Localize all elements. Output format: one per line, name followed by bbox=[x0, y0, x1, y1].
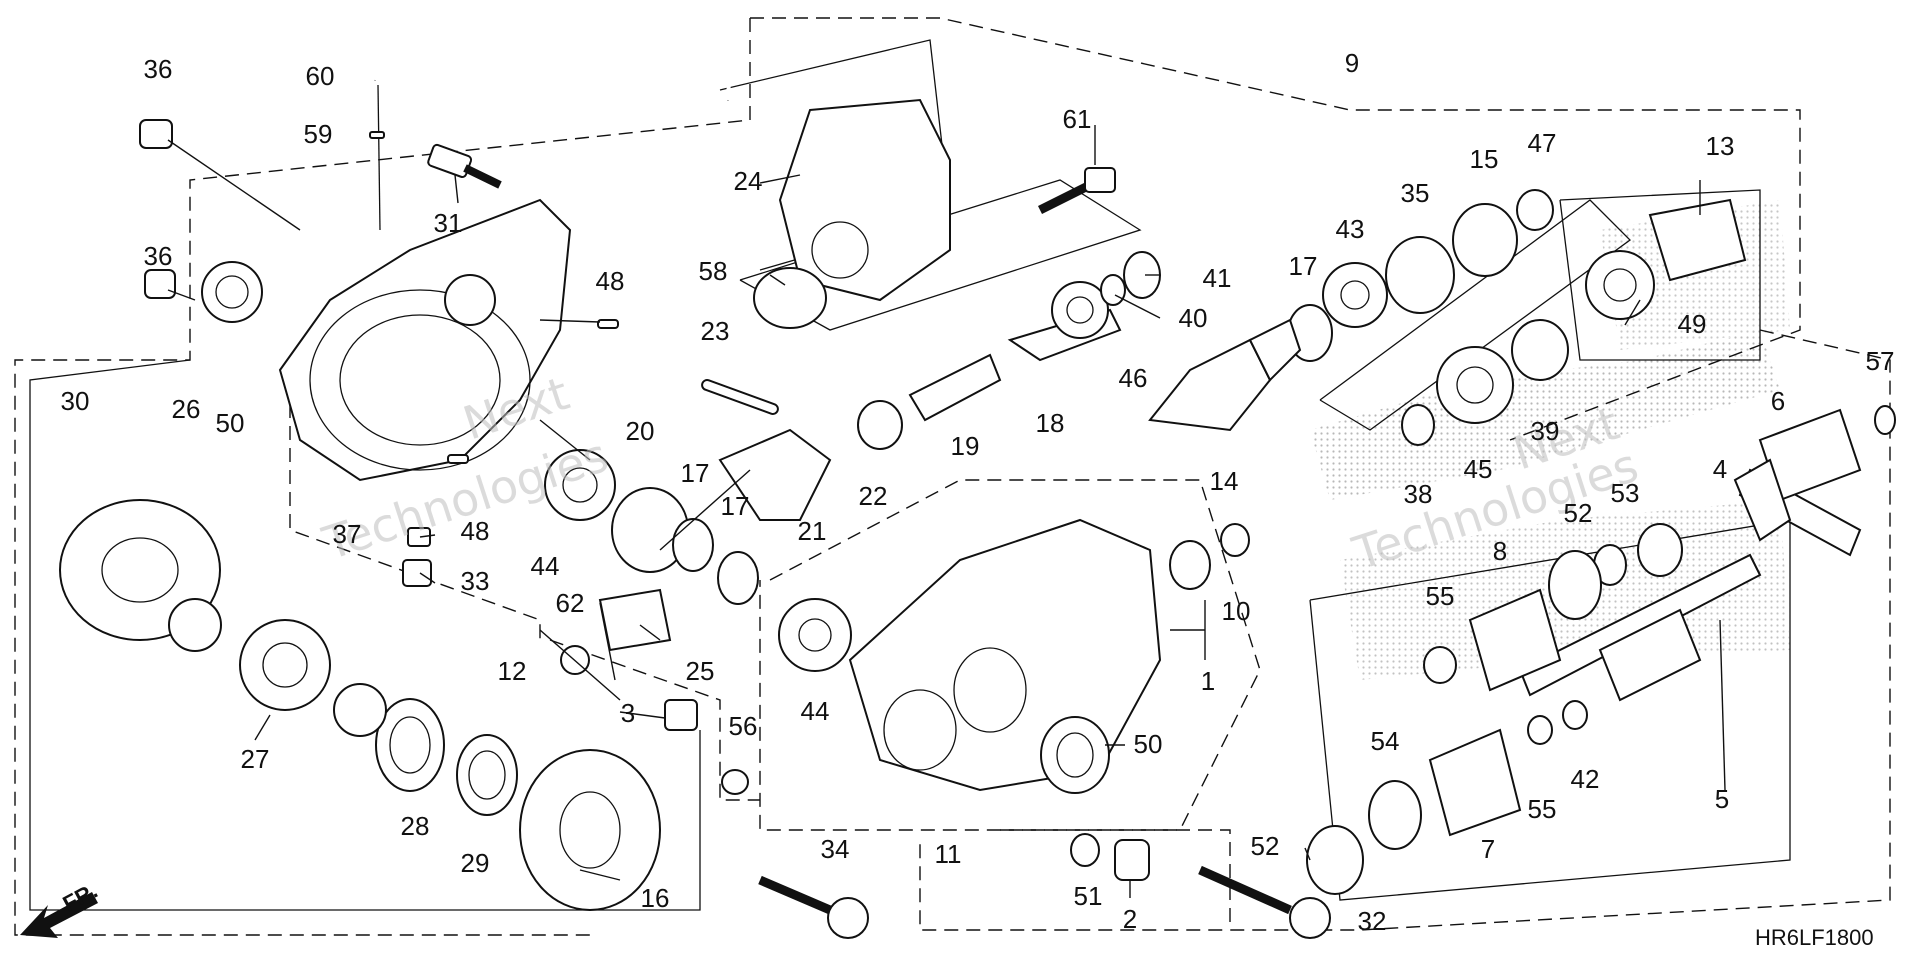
callout-5: 5 bbox=[1715, 784, 1729, 814]
callout-37: 37 bbox=[333, 519, 362, 549]
callout-57: 57 bbox=[1866, 346, 1895, 376]
callout-39: 39 bbox=[1531, 416, 1560, 446]
callout-50-a: 50 bbox=[216, 408, 245, 438]
callout-55-a: 55 bbox=[1426, 581, 1455, 611]
callout-25: 25 bbox=[686, 656, 715, 686]
callout-40: 40 bbox=[1179, 303, 1208, 333]
callout-16: 16 bbox=[641, 883, 670, 913]
callout-35: 35 bbox=[1401, 178, 1430, 208]
callout-2: 2 bbox=[1123, 904, 1137, 934]
callout-27: 27 bbox=[241, 744, 270, 774]
callout-34: 34 bbox=[821, 834, 850, 864]
front-indicator: FR. bbox=[20, 878, 102, 938]
callout-8: 8 bbox=[1493, 536, 1507, 566]
callout-29: 29 bbox=[461, 848, 490, 878]
callout-33: 33 bbox=[461, 566, 490, 596]
callout-21: 21 bbox=[798, 516, 827, 546]
callout-11: 11 bbox=[935, 839, 962, 869]
callout-47: 47 bbox=[1528, 128, 1557, 158]
callout-22: 22 bbox=[859, 481, 888, 511]
callout-48-b: 48 bbox=[461, 516, 490, 546]
callout-17-b: 17 bbox=[721, 491, 750, 521]
callout-43: 43 bbox=[1336, 214, 1365, 244]
callout-9: 9 bbox=[1345, 48, 1359, 78]
leader-lines bbox=[167, 125, 1726, 898]
callout-58: 58 bbox=[699, 256, 728, 286]
callout-17-a: 17 bbox=[681, 458, 710, 488]
callout-44-a: 44 bbox=[531, 551, 560, 581]
callout-32: 32 bbox=[1358, 906, 1387, 936]
callout-51: 51 bbox=[1074, 881, 1103, 911]
callout-60: 60 bbox=[306, 61, 335, 91]
callout-44-b: 44 bbox=[801, 696, 830, 726]
callout-26: 26 bbox=[172, 394, 201, 424]
callout-31: 31 bbox=[434, 208, 463, 238]
callout-50-b: 50 bbox=[1134, 729, 1163, 759]
callout-38: 38 bbox=[1404, 479, 1433, 509]
callouts: 1 2 3 4 5 6 7 8 9 10 11 12 13 14 15 16 1… bbox=[61, 48, 1895, 936]
callout-53: 53 bbox=[1611, 478, 1640, 508]
callout-12: 12 bbox=[498, 656, 527, 686]
callout-61: 61 bbox=[1063, 104, 1092, 134]
callout-55-b: 55 bbox=[1528, 794, 1557, 824]
callout-36-a: 36 bbox=[144, 54, 173, 84]
callout-49: 49 bbox=[1678, 309, 1707, 339]
callout-41: 41 bbox=[1203, 263, 1232, 293]
callout-3: 3 bbox=[621, 698, 635, 728]
callout-54: 54 bbox=[1371, 726, 1400, 756]
callout-56: 56 bbox=[729, 711, 758, 741]
diagram-code: HR6LF1800 bbox=[1755, 925, 1874, 950]
callout-36-b: 36 bbox=[144, 241, 173, 271]
callout-48-a: 48 bbox=[596, 266, 625, 296]
front-arrow-icon bbox=[20, 892, 98, 938]
callout-4: 4 bbox=[1713, 454, 1727, 484]
callout-6: 6 bbox=[1771, 386, 1785, 416]
callout-24: 24 bbox=[734, 166, 763, 196]
callout-59: 59 bbox=[304, 119, 333, 149]
callout-19: 19 bbox=[951, 431, 980, 461]
callout-1: 1 bbox=[1201, 666, 1215, 696]
callout-18: 18 bbox=[1036, 408, 1065, 438]
callout-45: 45 bbox=[1464, 454, 1493, 484]
callout-20: 20 bbox=[626, 416, 655, 446]
part-drawings bbox=[59, 17, 1896, 939]
callout-28: 28 bbox=[401, 811, 430, 841]
callout-30: 30 bbox=[61, 386, 90, 416]
callout-14: 14 bbox=[1210, 466, 1239, 496]
callout-62: 62 bbox=[556, 588, 585, 618]
group-outlines bbox=[14, 17, 1891, 936]
callout-15: 15 bbox=[1470, 144, 1499, 174]
callout-7: 7 bbox=[1481, 834, 1495, 864]
callout-52-b: 52 bbox=[1251, 831, 1280, 861]
callout-13: 13 bbox=[1706, 131, 1735, 161]
callout-17-c: 17 bbox=[1289, 251, 1318, 281]
callout-52-a: 52 bbox=[1564, 498, 1593, 528]
callout-42: 42 bbox=[1571, 764, 1600, 794]
callout-46: 46 bbox=[1119, 363, 1148, 393]
callout-23: 23 bbox=[701, 316, 730, 346]
callout-10: 10 bbox=[1222, 596, 1251, 626]
